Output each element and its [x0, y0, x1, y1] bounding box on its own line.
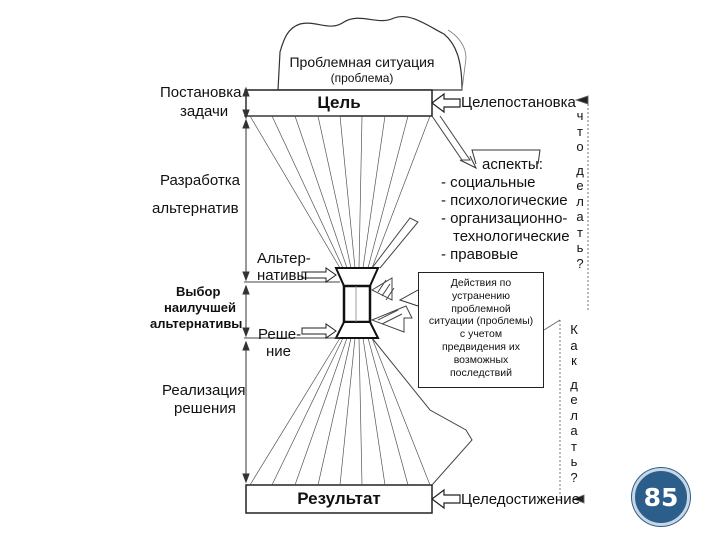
problem-situation-shadow	[447, 29, 467, 91]
aspect-item-2: - психологические	[441, 192, 568, 209]
vertical-how-letter: т	[571, 438, 577, 454]
actions-line-2: устранению	[451, 289, 511, 302]
stage-1-line-2: задачи	[180, 103, 229, 120]
vertical-what-letter: т	[577, 123, 583, 139]
vertical-how-letter: а	[570, 423, 578, 438]
problem-situation-subtitle: (проблема)	[330, 71, 394, 85]
vertical-how-gap	[567, 369, 581, 377]
actions-line-3: проблемной	[451, 302, 511, 315]
aspect-item-4: технологические	[453, 228, 570, 245]
decision-line-1: Реше-	[258, 326, 302, 343]
stage-3-line-2: наилучшей	[164, 300, 236, 315]
problem-situation-shape	[277, 16, 463, 91]
aspect-item-3: - организационно-	[441, 210, 568, 227]
alternatives-line-2: нативы	[257, 267, 308, 284]
vertical-what-letter: т	[577, 224, 583, 240]
left-vertical-axis	[242, 86, 250, 484]
actions-line-8: последствий	[449, 366, 512, 379]
vertical-how-letter: е	[570, 392, 578, 407]
stage-2-line-2: альтернатив	[152, 200, 239, 217]
decision-line-2: ние	[266, 343, 292, 360]
vertical-what-letter: ?	[576, 255, 584, 271]
vertical-how-letter: к	[571, 353, 577, 368]
goal-setting-arrow	[431, 92, 461, 114]
decision-neck	[334, 321, 380, 339]
vertical-what-letter: ь	[576, 240, 584, 255]
vertical-how-letter: ь	[570, 454, 578, 469]
actions-line-7: возможных	[453, 353, 509, 366]
goal-setting-label: Целепостановка	[461, 94, 576, 111]
vertical-what-letter: д	[576, 162, 584, 178]
vertical-how-letter: л	[570, 407, 578, 423]
stage-4-line-1: Реализация	[162, 382, 246, 399]
actions-box-pointer	[398, 289, 419, 307]
funnel-rays-bottom	[249, 337, 431, 486]
actions-line-1: Действия по	[450, 277, 512, 289]
vertical-what-gap	[573, 155, 587, 163]
vertical-how-letter: а	[570, 337, 578, 353]
vertical-what-letter: о	[576, 139, 584, 154]
selection-box	[342, 284, 372, 324]
vertical-what-letter: а	[576, 209, 584, 224]
vertical-how-letter: д	[570, 376, 578, 392]
left-neck-arrows	[301, 267, 337, 339]
stage-3-line-1: Выбор	[176, 284, 221, 299]
aspects-arrow	[459, 149, 541, 170]
stage-4-line-2: решения	[174, 400, 236, 417]
actions-line-4: ситуации (проблемы)	[428, 315, 534, 328]
alternatives-neck	[334, 267, 380, 287]
actions-line-6: предвидения их	[441, 340, 521, 353]
funnel-outline-upper	[431, 115, 471, 161]
goal-label: Цель	[317, 93, 361, 112]
vertical-what-letter: ч	[576, 108, 584, 123]
aspect-item-5: - правовые	[441, 246, 519, 263]
result-label: Результат	[297, 489, 381, 508]
actions-box: Действия по устранению проблемной ситуац…	[418, 272, 544, 388]
funnel-rays-top	[249, 115, 431, 269]
vertical-what-to-do: ч т о д е л а т ь ?	[573, 108, 587, 271]
problem-situation-title: Проблемная ситуация	[289, 54, 435, 70]
vertical-how-to-do: К а к д е л а т ь ?	[567, 322, 581, 485]
stage-2-line-1: Разработка	[160, 172, 240, 189]
vertical-how-letter: ?	[570, 469, 578, 485]
actions-line-5: с учетом	[459, 328, 503, 341]
funnel-outline-mid	[371, 217, 419, 269]
right-vertical-guides	[543, 95, 589, 504]
alternatives-line-1: Альтер-	[257, 250, 311, 267]
vertical-how-letter: К	[570, 322, 578, 337]
goal-achievement-arrow	[431, 488, 461, 510]
stage-3-line-3: альтернативы	[150, 316, 243, 331]
aspects-header: аспекты:	[482, 156, 543, 173]
page-number: 85	[643, 482, 679, 512]
funnel-outline-lower	[371, 337, 473, 486]
page-number-badge: 85	[632, 468, 690, 526]
goal-achievement-label: Целедостижение	[461, 491, 580, 508]
stage-1-line-1: Постановка	[160, 84, 242, 101]
vertical-what-letter: е	[576, 178, 584, 193]
stage-rulers	[244, 89, 340, 339]
vertical-what-letter: л	[576, 193, 584, 209]
aspect-item-1: - социальные	[441, 174, 536, 191]
selection-to-actions-arrows	[370, 277, 413, 333]
